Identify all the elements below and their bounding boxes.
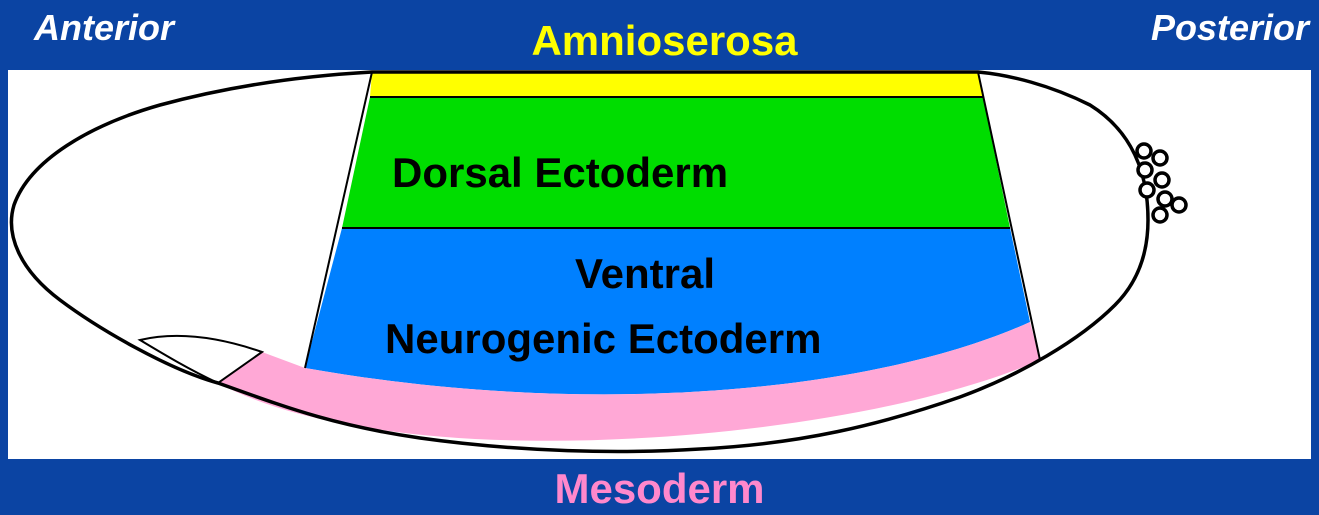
amnioserosa-label: Amnioserosa [0,20,1319,62]
pole-cell [1140,183,1154,197]
pole-cell [1137,144,1151,158]
pole-cell [1153,151,1167,165]
pole-cell [1158,192,1172,206]
pole-cells [1137,144,1186,222]
pole-cell [1155,173,1169,187]
ventral-label-line2: Neurogenic Ectoderm [385,318,821,360]
pole-cell [1153,208,1167,222]
pole-cell [1172,198,1186,212]
dorsal-ectoderm-label: Dorsal Ectoderm [392,152,728,194]
ventral-label-line1: Ventral [555,253,735,295]
amnioserosa-region [370,72,983,97]
mesoderm-label: Mesoderm [0,468,1319,510]
pole-cell [1138,163,1152,177]
